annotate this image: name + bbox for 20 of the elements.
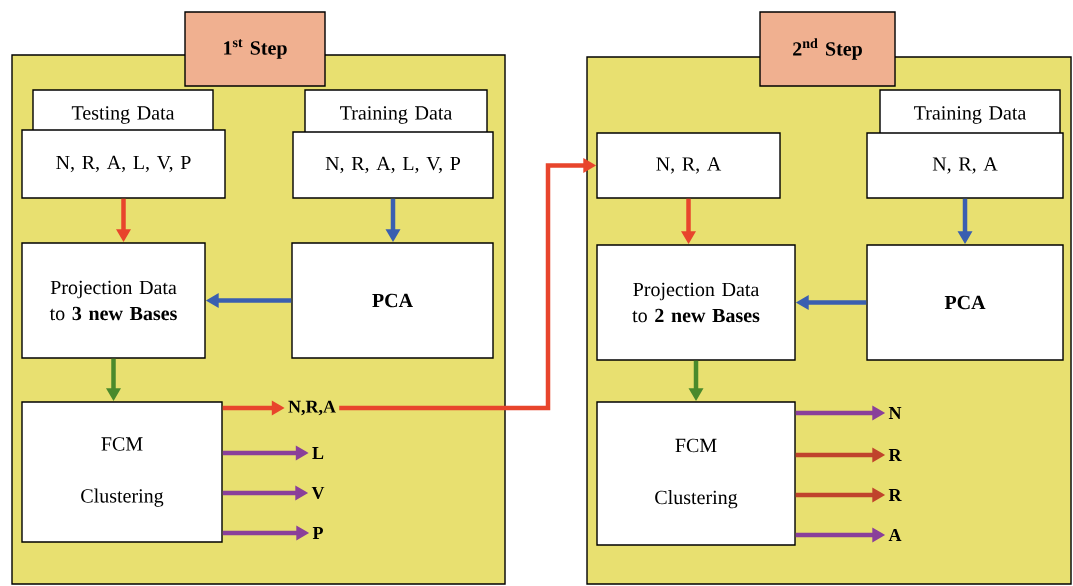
output-label: R <box>888 489 902 501</box>
process-box: PCA <box>291 242 494 359</box>
output-label: R <box>888 449 902 461</box>
process-box: PCA <box>866 244 1064 361</box>
process-box: N, R, A <box>866 132 1064 199</box>
process-box: FCM Clustering <box>596 401 796 546</box>
output-label: P <box>312 527 323 539</box>
output-label: L <box>312 447 324 459</box>
output-label: V <box>311 486 325 500</box>
process-box: FCM Clustering <box>21 401 223 543</box>
step-label: 2$^{nd}$ Step <box>759 11 896 87</box>
process-box: N, R, A, L, V, P <box>21 129 226 199</box>
process-box: Projection Data to 3 new Bases <box>21 242 206 359</box>
output-label: N <box>888 407 902 419</box>
process-box: N, R, A, L, V, P <box>292 131 494 199</box>
step-label: 1$^{st}$ Step <box>184 11 326 87</box>
process-box: N, R, A <box>596 132 781 199</box>
output-label: A <box>888 529 902 541</box>
process-box: Projection Data to 2 new Bases <box>596 244 796 361</box>
output-label: N,R,A <box>288 400 336 416</box>
